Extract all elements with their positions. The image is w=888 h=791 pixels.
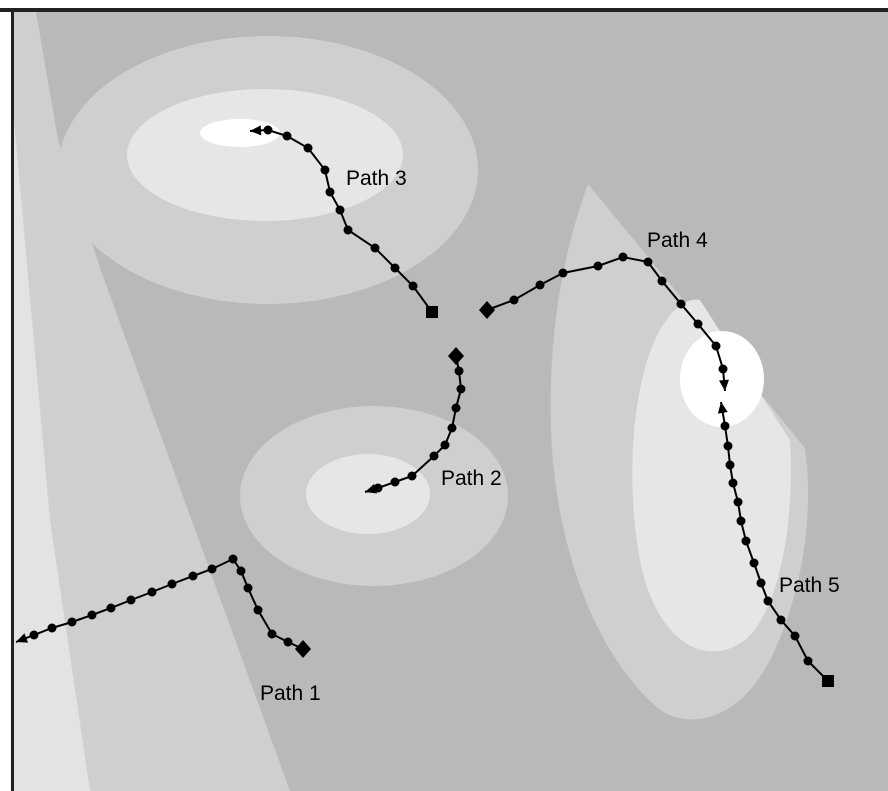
top-frame-line <box>0 8 888 12</box>
path-5-waypoint <box>733 497 743 507</box>
path-1-label: Path 1 <box>260 682 321 705</box>
path-3-start-square <box>426 306 438 318</box>
path-4-waypoint <box>535 280 545 290</box>
path-2-waypoint <box>440 440 450 450</box>
path-3-waypoint <box>335 205 345 215</box>
path-4-waypoint <box>558 268 568 278</box>
path-4-waypoint <box>718 364 728 374</box>
path-5-waypoint <box>725 460 735 470</box>
path-1-waypoint <box>67 617 77 627</box>
path-5-waypoint <box>741 536 751 546</box>
path-3-waypoint <box>370 243 380 253</box>
path-1-arrowhead <box>16 633 29 643</box>
path-2-start-diamond <box>448 347 464 365</box>
path-4-waypoint <box>593 261 603 271</box>
center-hill-level-2 <box>306 454 430 534</box>
path-4-start-diamond <box>479 301 495 319</box>
path-3-waypoint <box>343 225 353 235</box>
path-2-waypoint <box>407 471 417 481</box>
path-1-waypoint <box>126 595 136 605</box>
path-2-arrowhead <box>365 483 377 494</box>
path-3: Path 3 <box>249 125 438 318</box>
path-5-label: Path 5 <box>779 574 840 597</box>
path-3-waypoint <box>263 125 273 135</box>
path-1-waypoint <box>106 603 116 613</box>
center-hill <box>240 406 508 586</box>
path-4-waypoint <box>693 319 703 329</box>
path-4-waypoint <box>657 276 667 286</box>
path-3-waypoint <box>390 263 400 273</box>
upper-left-hill <box>40 36 478 304</box>
path-5-waypoint <box>720 421 730 431</box>
path-5-waypoint <box>776 615 786 625</box>
path-2-waypoint <box>451 403 461 413</box>
left-frame-line <box>11 10 14 791</box>
upper-hill-notch <box>40 140 100 300</box>
path-4-waypoint <box>711 341 721 351</box>
paths-layer: Path 1 Path 2 Path 3 Path 4 Path 5 <box>15 125 840 705</box>
path-5-waypoint <box>790 631 800 641</box>
path-5-waypoint <box>756 578 766 588</box>
path-3-waypoint <box>282 131 292 141</box>
path-5-waypoint <box>736 516 746 526</box>
path-1-waypoint <box>167 579 177 589</box>
right-ridge-peak <box>680 331 764 427</box>
path-3-waypoint <box>320 165 330 175</box>
path-5-waypoint <box>723 441 733 451</box>
path-3-arrowhead <box>250 125 262 136</box>
path-1-waypoint <box>147 587 157 597</box>
path-5-start-square <box>822 675 834 687</box>
path-5-arrowhead <box>717 402 728 414</box>
path-2-waypoint <box>390 477 400 487</box>
path-3-waypoint <box>303 143 313 153</box>
path-2-waypoint <box>429 451 439 461</box>
path-1-waypoint <box>87 610 97 620</box>
path-3-waypoint <box>408 281 418 291</box>
path-5-waypoint <box>728 478 738 488</box>
path-4-arrowhead <box>719 379 729 391</box>
path-4-waypoint <box>618 252 628 262</box>
path-2-waypoint <box>454 366 464 376</box>
path-2: Path 2 <box>364 347 502 494</box>
path-2-waypoint <box>456 384 466 394</box>
slope-level-2 <box>14 120 90 791</box>
path-1-waypoint <box>253 605 263 615</box>
path-1-start-diamond <box>295 640 311 658</box>
path-1-waypoint <box>267 629 277 639</box>
path-4-waypoint <box>676 299 686 309</box>
path-3-label: Path 3 <box>346 167 407 190</box>
path-1-waypoint <box>188 571 198 581</box>
path-4-label: Path 4 <box>647 229 708 252</box>
path-1-waypoint <box>283 637 293 647</box>
path-4-waypoint <box>643 257 653 267</box>
path-5-waypoint <box>749 558 759 568</box>
path-2-label: Path 2 <box>441 467 502 490</box>
path-5-waypoint <box>803 656 813 666</box>
path-4: Path 4 <box>479 229 729 392</box>
path-1-waypoint <box>47 623 57 633</box>
path-1-waypoint <box>236 566 246 576</box>
path-1-waypoint <box>207 564 217 574</box>
path-4-waypoint <box>509 295 519 305</box>
path-3-waypoint <box>325 187 335 197</box>
path-1-waypoint <box>228 554 238 564</box>
path-1-waypoint <box>29 630 39 640</box>
left-slope-region <box>14 12 290 791</box>
slope-level-1 <box>14 12 290 791</box>
path-1-waypoint <box>243 583 253 593</box>
path-5-waypoint <box>763 596 773 606</box>
path-5: Path 5 <box>717 401 840 687</box>
upper-hill-level-2 <box>127 89 403 221</box>
path-2-waypoint <box>447 423 457 433</box>
path-1: Path 1 <box>15 554 321 705</box>
